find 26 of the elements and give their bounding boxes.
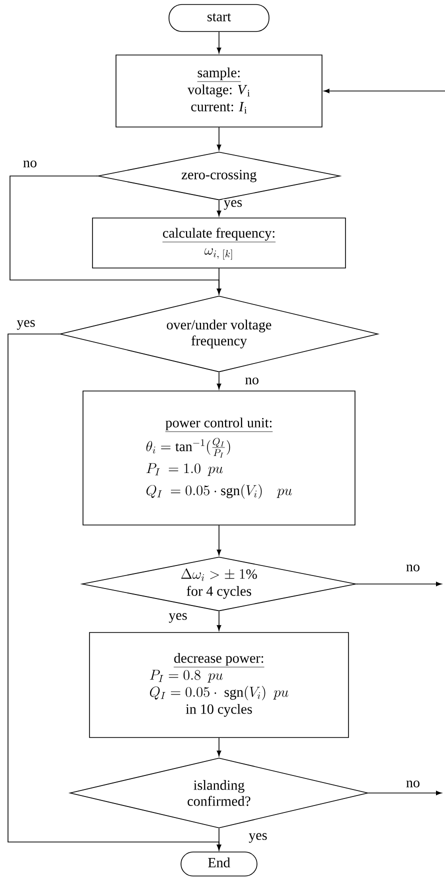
arrow [356, 582, 442, 586]
arrow [324, 88, 445, 94]
edge-label: yes [248, 832, 268, 844]
arrow [368, 790, 442, 796]
arrow [216, 828, 222, 850]
edge-label: yes [16, 319, 36, 331]
edge-label: yes [222, 199, 244, 211]
edge-label: no [405, 780, 421, 788]
terminal-box: End [180, 852, 258, 876]
process-box: sample: voltage: V$_{i}$ current: I$_{i}$ [116, 54, 322, 128]
process-box: calculate frequency: $\omega_{i,\;[k]}$ [92, 218, 346, 268]
arrow [216, 611, 222, 631]
arrow [216, 738, 222, 756]
edge-label: yes [168, 612, 188, 624]
arrow [216, 200, 222, 216]
arrow [216, 32, 222, 54]
process-box: decrease power: $P_I = 0.8\ \ pu$ $Q_I = 0.05\cdot\ \mathrm{sgn}(V_i)\ \ pu$ in 10 cycles [89, 632, 349, 738]
arrow [216, 268, 222, 294]
edge-label: no [244, 376, 260, 386]
arrow [216, 127, 222, 150]
edge-label: no [405, 564, 421, 572]
edge-label: no [22, 160, 38, 168]
terminal-box: start [168, 4, 270, 32]
arrow [216, 525, 222, 556]
arrow [216, 372, 222, 390]
process-box: power control unit: $\theta_i = \tan^{-1}(\frac{Q_I}{P_I})$ $P_I\ = 1.0\ \ pu$ $Q_I\ = 0.05\cdot\mathrm{sgn}(V_i)\quad pu$ [82, 390, 356, 526]
